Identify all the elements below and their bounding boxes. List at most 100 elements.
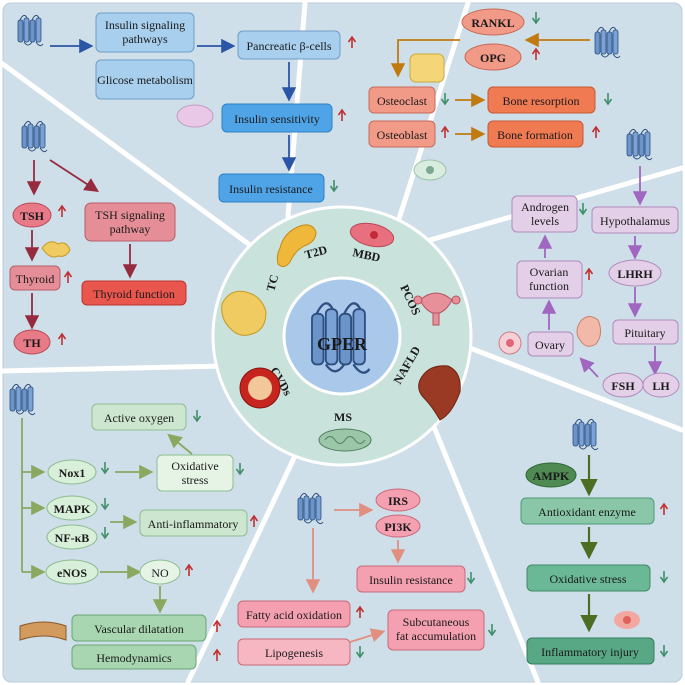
- label-second-line: pathways: [122, 32, 168, 46]
- box-androgen: [511, 195, 578, 233]
- label-tsh: TSH: [20, 209, 45, 223]
- bone-tissue-icon: [409, 53, 445, 83]
- label-antioxidant: Antioxidant enzyme: [538, 505, 636, 519]
- pill-lhrh: [608, 259, 662, 287]
- ring-label-tc: TC: [263, 273, 281, 293]
- box-osteoblast: [368, 120, 436, 148]
- box-lipogenesis: [237, 638, 351, 666]
- box-pituitary: [612, 319, 679, 345]
- box-active-oxygen: [91, 403, 187, 431]
- pill-pi3k: [375, 514, 421, 538]
- label-glucose-metabolism: Glicose metabolism: [97, 73, 193, 87]
- label-irs: IRS: [388, 494, 408, 508]
- pill-irs: [375, 488, 421, 512]
- vessel-icon: [239, 367, 281, 409]
- label-bone-resorption: Bone resorption: [503, 94, 580, 108]
- box-thyroid-function: [81, 280, 187, 306]
- pill-rankl: [461, 8, 525, 36]
- thyroid-small-icon: [41, 241, 71, 258]
- box-bone-formation: [487, 120, 584, 148]
- ring-label-mbd: MBD: [351, 245, 382, 265]
- label-enos: eNOS: [57, 566, 87, 580]
- label-no: NO: [151, 566, 169, 580]
- label-ms-insulin-resistance: Insulin resistance: [369, 573, 453, 587]
- box-ms-insulin-resistance: [356, 565, 466, 593]
- label-opg: OPG: [480, 51, 506, 65]
- label-lhrh: LHRH: [617, 267, 653, 281]
- label-insulin-resistance: Insulin resistance: [229, 182, 313, 196]
- label-ovary: Ovary: [535, 338, 565, 352]
- label-beta-cells: Pancreatic β-cells: [246, 39, 331, 53]
- section-ms: IRS PI3K Insulin resistance Fatty acid o…: [237, 488, 497, 666]
- label-thyroid-function: Thyroid function: [93, 287, 175, 301]
- label-osteoblast: Osteoblast: [377, 128, 428, 142]
- label-second-line: function: [529, 279, 569, 293]
- label-hemodynamics: Hemodynamics: [96, 651, 172, 665]
- label-pituitary: Pituitary: [624, 326, 665, 340]
- label-second-line: pathway: [110, 222, 151, 236]
- box-bone-resorption: [487, 86, 596, 114]
- label-lh: LH: [652, 379, 670, 393]
- label-insulin-sensitivity: Insulin sensitivity: [234, 112, 320, 126]
- box-oxidative-stress: [156, 454, 234, 492]
- section-nafld: AMPK Antioxidant enzyme Oxidative stress…: [520, 418, 669, 665]
- box-insulin-sensitivity: [221, 103, 333, 133]
- ovary-follicle-icon: [506, 339, 514, 347]
- pill-mapk: [46, 495, 98, 521]
- ring-label-ms: MS: [334, 410, 352, 424]
- label-inflammatory-injury: Inflammatory injury: [541, 645, 639, 659]
- box-inflammatory-injury: [526, 637, 655, 665]
- box-nafld-oxidative-stress: [526, 564, 651, 592]
- pill-opg: [464, 43, 522, 71]
- label-nafld-oxidative-stress: Oxidative stress: [550, 572, 627, 586]
- mitochondria-icon: [318, 428, 372, 452]
- label-active-oxygen: Active oxygen: [104, 411, 174, 425]
- label-hypothalamus: Hypothalamus: [600, 214, 670, 228]
- uterus-icon: [413, 292, 461, 326]
- label-second-line: fat accumulation: [396, 629, 476, 643]
- label-th: TH: [23, 336, 41, 350]
- label-nox1: Nox1: [59, 466, 86, 480]
- label-vascular-dilatation: Vascular dilatation: [94, 622, 184, 636]
- label-fsh: FSH: [611, 379, 635, 393]
- box-tsh-pathway: [84, 202, 176, 242]
- pituitary-icon: [576, 316, 602, 347]
- bone-cell-nucleus-icon: [370, 231, 378, 239]
- pill-enos: [45, 559, 99, 585]
- label-rankl: RANKL: [471, 16, 514, 30]
- label-pi3k: PI3K: [384, 520, 412, 534]
- box-anti-inflammatory: [139, 509, 248, 537]
- label-anti-inflammatory: Anti-inflammatory: [148, 517, 239, 531]
- pill-no: [139, 559, 181, 585]
- pill-th: [13, 329, 51, 355]
- label-lipogenesis: Lipogenesis: [265, 646, 323, 660]
- liver-icon: [418, 365, 461, 421]
- label-second-line: stress: [182, 473, 209, 487]
- label-fatty-acid: Fatty acid oxidation: [246, 608, 342, 622]
- pill-lh: [642, 372, 680, 398]
- box-beta-cells: [237, 30, 341, 60]
- label-osteoclast: Osteoclast: [377, 94, 428, 108]
- box-thyroid: [9, 265, 61, 291]
- thyroid-icon: [221, 290, 267, 336]
- box-hypothalamus: [591, 206, 679, 234]
- box-insulin-signaling: [95, 12, 195, 53]
- blood-vessel-icon: [19, 621, 67, 641]
- section-mbd: RANKL OPG Osteoclast Bone resorption Ost…: [368, 8, 621, 181]
- inflammation-core-icon: [623, 616, 631, 624]
- box-osteoclast: [368, 86, 436, 114]
- pill-ampk: [525, 462, 577, 488]
- box-antioxidant: [520, 497, 655, 525]
- pill-nfkb: [46, 524, 98, 550]
- osteoblast-nucleus-icon: [426, 166, 434, 174]
